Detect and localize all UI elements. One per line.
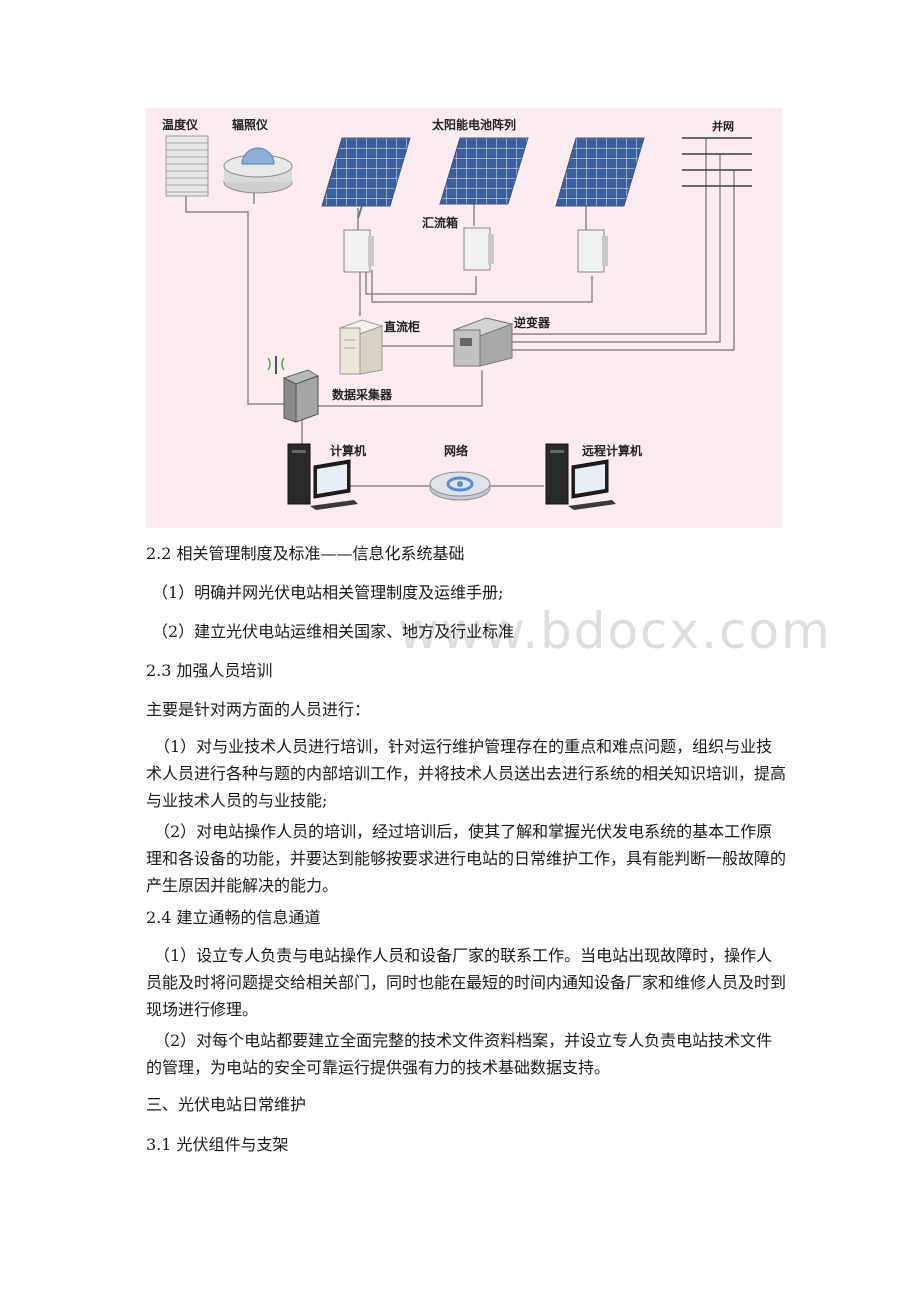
thermometer-device: [165, 135, 209, 197]
label-thermometer: 温度仪: [162, 118, 199, 132]
solar-panel-2: [439, 137, 529, 205]
solar-panel-1: [321, 137, 411, 219]
inverter: [452, 317, 514, 367]
pv-system-diagram: 温度仪 辐照仪 太阳能电池阵列 并网 汇流箱 直流柜 逆变器 数据采集器 计算机…: [146, 108, 782, 528]
label-solar-array: 太阳能电池阵列: [432, 118, 517, 132]
heading-2-4: 2.4 建立通畅的信息通道: [146, 908, 321, 927]
paragraph-2-4-item-2: （2）对每个电站都要建立全面完整的技术文件资料档案，并设立专人负责电站技术文件的…: [146, 1031, 773, 1077]
computer: [287, 443, 358, 510]
network-icon: [429, 471, 491, 501]
paragraph-2-3-intro: 主要是针对两方面的人员进行：: [146, 700, 371, 719]
label-data-collector: 数据采集器: [332, 388, 393, 402]
paragraph-2-2-item-2: （2）建立光伏电站运维相关国家、地方及行业标准: [152, 622, 515, 641]
remote-computer: [545, 443, 616, 510]
solar-panel-3: [555, 137, 645, 207]
label-remote-computer: 远程计算机: [582, 444, 643, 458]
paragraph-2-3-item-1: （1）对与业技术人员进行培训，针对运行维护管理存在的重点和难点问题，组织与业技术…: [146, 737, 787, 810]
combiner-box-3: [577, 229, 608, 273]
irradiance-device: [223, 147, 293, 194]
combiner-box-2: [463, 227, 494, 271]
grid-lines: [682, 137, 752, 187]
heading-2-2: 2.2 相关管理制度及标准——信息化系统基础: [146, 544, 465, 563]
paragraph-2-3-item-2: （2）对电站操作人员的培训，经过培训后，使其了解和掌握光伏发电系统的基本工作原理…: [146, 822, 787, 895]
label-grid: 并网: [712, 120, 734, 133]
dc-cabinet: [338, 319, 384, 375]
heading-3-1: 3.1 光伏组件与支架: [146, 1135, 289, 1154]
paragraph-2-4-item-1: （1）设立专人负责与电站操作人员和设备厂家的联系工作。当电站出现故障时，操作人员…: [146, 946, 787, 1019]
label-inverter: 逆变器: [514, 316, 551, 330]
heading-3: 三、光伏电站日常维护: [146, 1095, 307, 1114]
label-network: 网络: [444, 444, 469, 458]
label-irradiance: 辐照仪: [232, 118, 269, 132]
label-combiner: 汇流箱: [422, 216, 459, 230]
paragraph-2-2-item-1: （1）明确并网光伏电站相关管理制度及运维手册;: [152, 583, 504, 602]
label-dc-cabinet: 直流柜: [384, 320, 421, 334]
data-collector: [267, 356, 320, 423]
combiner-box-1: [343, 229, 374, 273]
diagram-graphics: [165, 135, 752, 510]
heading-2-3: 2.3 加强人员培训: [146, 661, 273, 680]
label-computer: 计算机: [330, 444, 367, 458]
wiring: [185, 138, 735, 487]
